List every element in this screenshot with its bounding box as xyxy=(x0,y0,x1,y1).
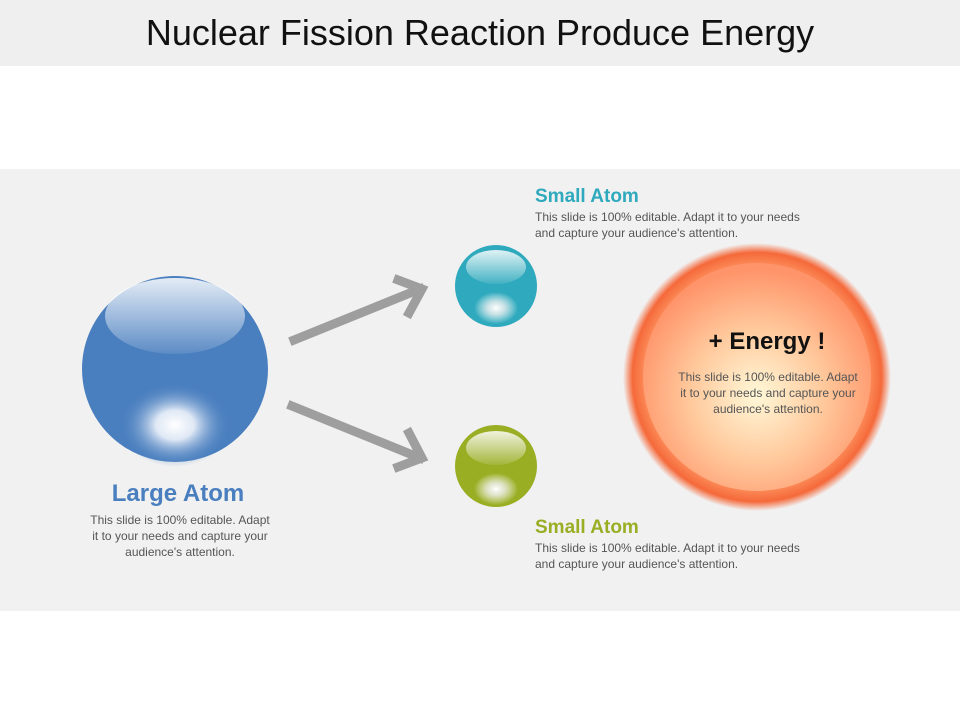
title-bar xyxy=(0,0,960,66)
small-atom-bottom xyxy=(455,425,537,507)
arrow-down xyxy=(286,400,429,473)
energy-line-1: This slide is 100% editable. Adapt xyxy=(678,370,858,384)
energy-description: This slide is 100% editable. Adapt it to… xyxy=(657,369,879,417)
arrow-up xyxy=(288,274,429,346)
energy-heading: + Energy ! xyxy=(708,328,826,355)
large-atom-highlight xyxy=(105,278,245,354)
large-atom-glow xyxy=(120,383,230,467)
small-atom-top-description: This slide is 100% editable. Adapt it to… xyxy=(535,209,855,241)
small-atom-bottom-line-1: This slide is 100% editable. Adapt it to… xyxy=(535,541,800,555)
small-atom-bottom-line-2: and capture your audience's attention. xyxy=(535,557,739,571)
energy-sphere xyxy=(623,243,891,511)
small-atom-top-line-2: and capture your audience's attention. xyxy=(535,226,739,240)
small-atom-bottom-heading: Small Atom xyxy=(535,517,639,538)
large-atom-heading: Large Atom xyxy=(111,480,245,507)
large-atom-line-3: audience's attention. xyxy=(125,545,235,559)
small-atom-top-line-1: This slide is 100% editable. Adapt it to… xyxy=(535,210,800,224)
large-atom-line-1: This slide is 100% editable. Adapt xyxy=(90,513,270,527)
large-atom-line-2: it to your needs and capture your xyxy=(92,529,268,543)
energy-line-2: it to your needs and capture your xyxy=(680,386,856,400)
small-atom-bottom-description: This slide is 100% editable. Adapt it to… xyxy=(535,540,855,572)
small-atom-top xyxy=(455,245,537,327)
slide-title: Nuclear Fission Reaction Produce Energy xyxy=(145,12,815,53)
small-atom-top-heading: Small Atom xyxy=(535,186,639,207)
energy-line-3: audience's attention. xyxy=(713,402,823,416)
large-atom xyxy=(82,276,268,467)
large-atom-description: This slide is 100% editable. Adapt it to… xyxy=(60,512,300,560)
